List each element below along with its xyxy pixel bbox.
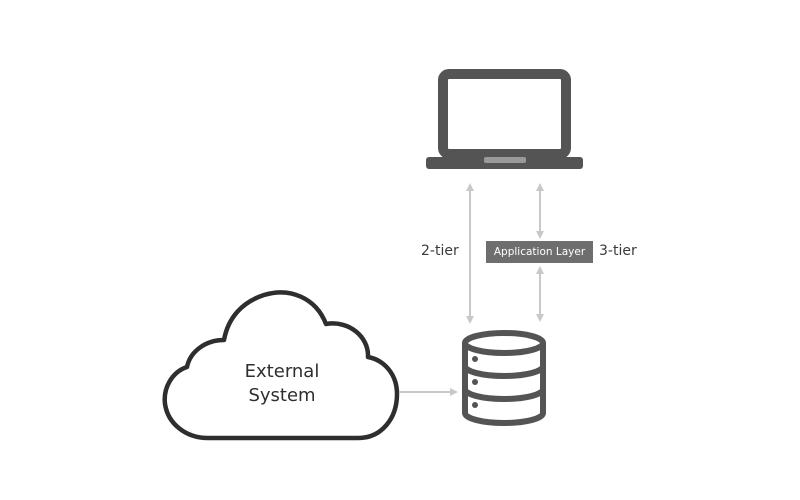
two-tier-label: 2-tier: [421, 243, 459, 259]
laptop-icon: [426, 69, 583, 169]
external-system-line1: External: [244, 361, 320, 382]
database-icon: [462, 330, 546, 426]
three-tier-label: 3-tier: [599, 243, 637, 259]
external-system-line2: System: [248, 385, 316, 406]
external-system-label: External System: [202, 360, 362, 408]
cloud-icon: [162, 290, 400, 441]
application-layer-box: Application Layer: [486, 241, 593, 263]
